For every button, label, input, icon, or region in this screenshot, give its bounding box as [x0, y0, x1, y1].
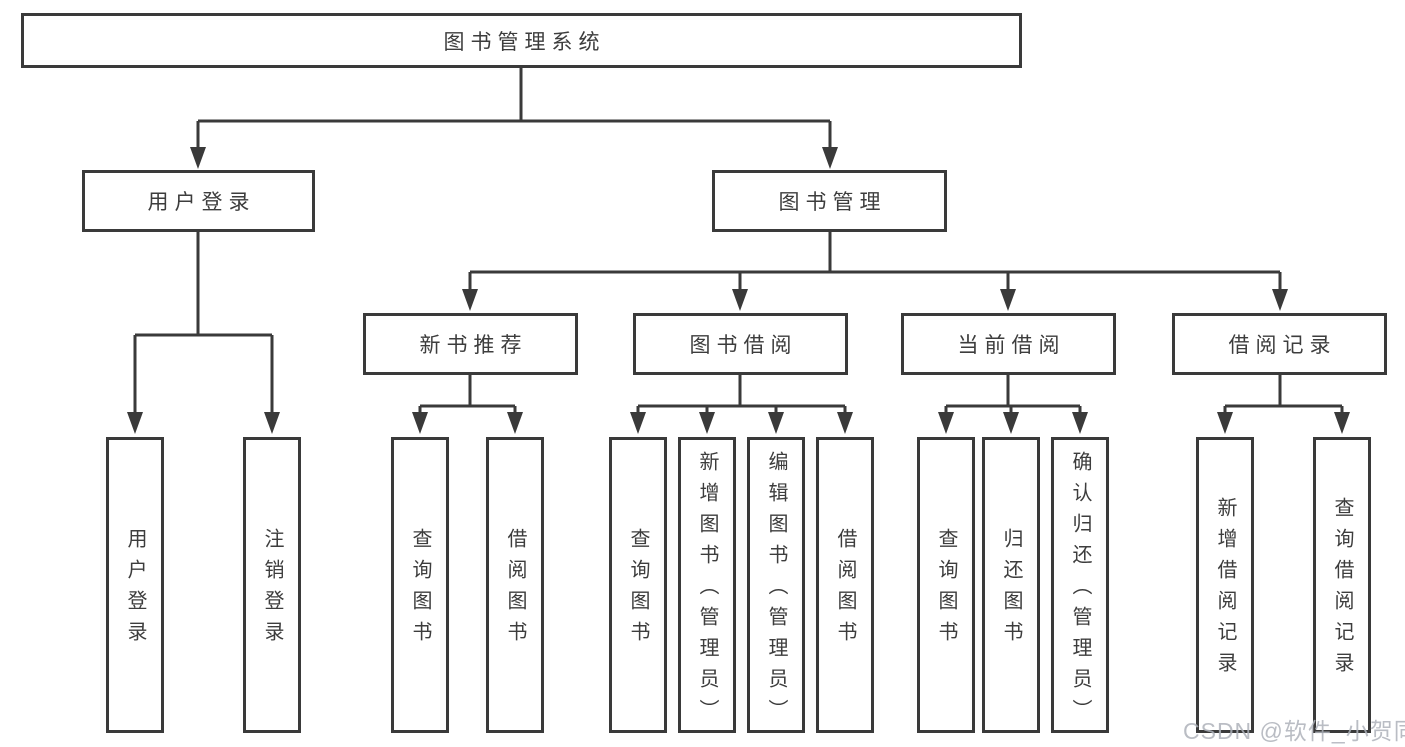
leaf-add-borrow-record-label: 新增借阅记录: [1214, 497, 1236, 683]
leaf-user-login-label: 用户登录: [124, 528, 146, 652]
leaf-confirm-return-admin-label: 确认归还（管理员）: [1069, 450, 1091, 730]
arrowhead-icons: [127, 147, 1350, 434]
node-root-library-system: 图书管理系统: [21, 13, 1022, 68]
node-book-management-label: 图书管理: [778, 191, 887, 214]
leaf-return-book-label: 归还图书: [1000, 528, 1022, 652]
leaf-add-book-admin: 新增图书（管理员）: [678, 437, 736, 733]
leaf-borrow-books-borrowing-label: 借阅图书: [834, 528, 856, 652]
leaf-query-books-borrowing: 查询图书: [609, 437, 667, 733]
node-new-book-recommendation: 新书推荐: [363, 313, 578, 375]
leaf-borrow-books-borrowing: 借阅图书: [816, 437, 874, 733]
leaf-return-book: 归还图书: [982, 437, 1040, 733]
node-user-login-label: 用户登录: [147, 191, 256, 214]
connector-lines: [133, 68, 1344, 415]
leaf-borrow-books-recommend: 借阅图书: [486, 437, 544, 733]
node-book-borrowing-label: 图书借阅: [689, 334, 798, 357]
leaf-query-books-recommend: 查询图书: [391, 437, 449, 733]
leaf-query-borrow-record: 查询借阅记录: [1313, 437, 1371, 733]
leaf-query-books-current: 查询图书: [917, 437, 975, 733]
node-user-login: 用户登录: [82, 170, 315, 232]
node-new-book-recommendation-label: 新书推荐: [419, 334, 528, 357]
leaf-query-books-borrowing-label: 查询图书: [627, 528, 649, 652]
leaf-add-borrow-record: 新增借阅记录: [1196, 437, 1254, 733]
node-current-borrowing-label: 当前借阅: [957, 334, 1066, 357]
leaf-query-books-recommend-label: 查询图书: [409, 528, 431, 652]
leaf-edit-book-admin-label: 编辑图书（管理员）: [765, 450, 787, 730]
leaf-query-books-current-label: 查询图书: [935, 528, 957, 652]
node-root-label: 图书管理系统: [443, 30, 606, 54]
leaf-logout: 注销登录: [243, 437, 301, 733]
leaf-edit-book-admin: 编辑图书（管理员）: [747, 437, 805, 733]
node-book-borrowing: 图书借阅: [633, 313, 848, 375]
leaf-confirm-return-admin: 确认归还（管理员）: [1051, 437, 1109, 733]
node-book-management: 图书管理: [712, 170, 947, 232]
leaf-logout-label: 注销登录: [261, 528, 283, 652]
node-borrow-records-label: 借阅记录: [1228, 334, 1337, 357]
leaf-query-borrow-record-label: 查询借阅记录: [1331, 497, 1353, 683]
leaf-borrow-books-recommend-label: 借阅图书: [504, 528, 526, 652]
leaf-user-login: 用户登录: [106, 437, 164, 733]
leaf-add-book-admin-label: 新增图书（管理员）: [696, 450, 718, 730]
csdn-watermark: CSDN @软件_小贺同学: [1183, 718, 1405, 744]
node-borrow-records: 借阅记录: [1172, 313, 1387, 375]
node-current-borrowing: 当前借阅: [901, 313, 1116, 375]
